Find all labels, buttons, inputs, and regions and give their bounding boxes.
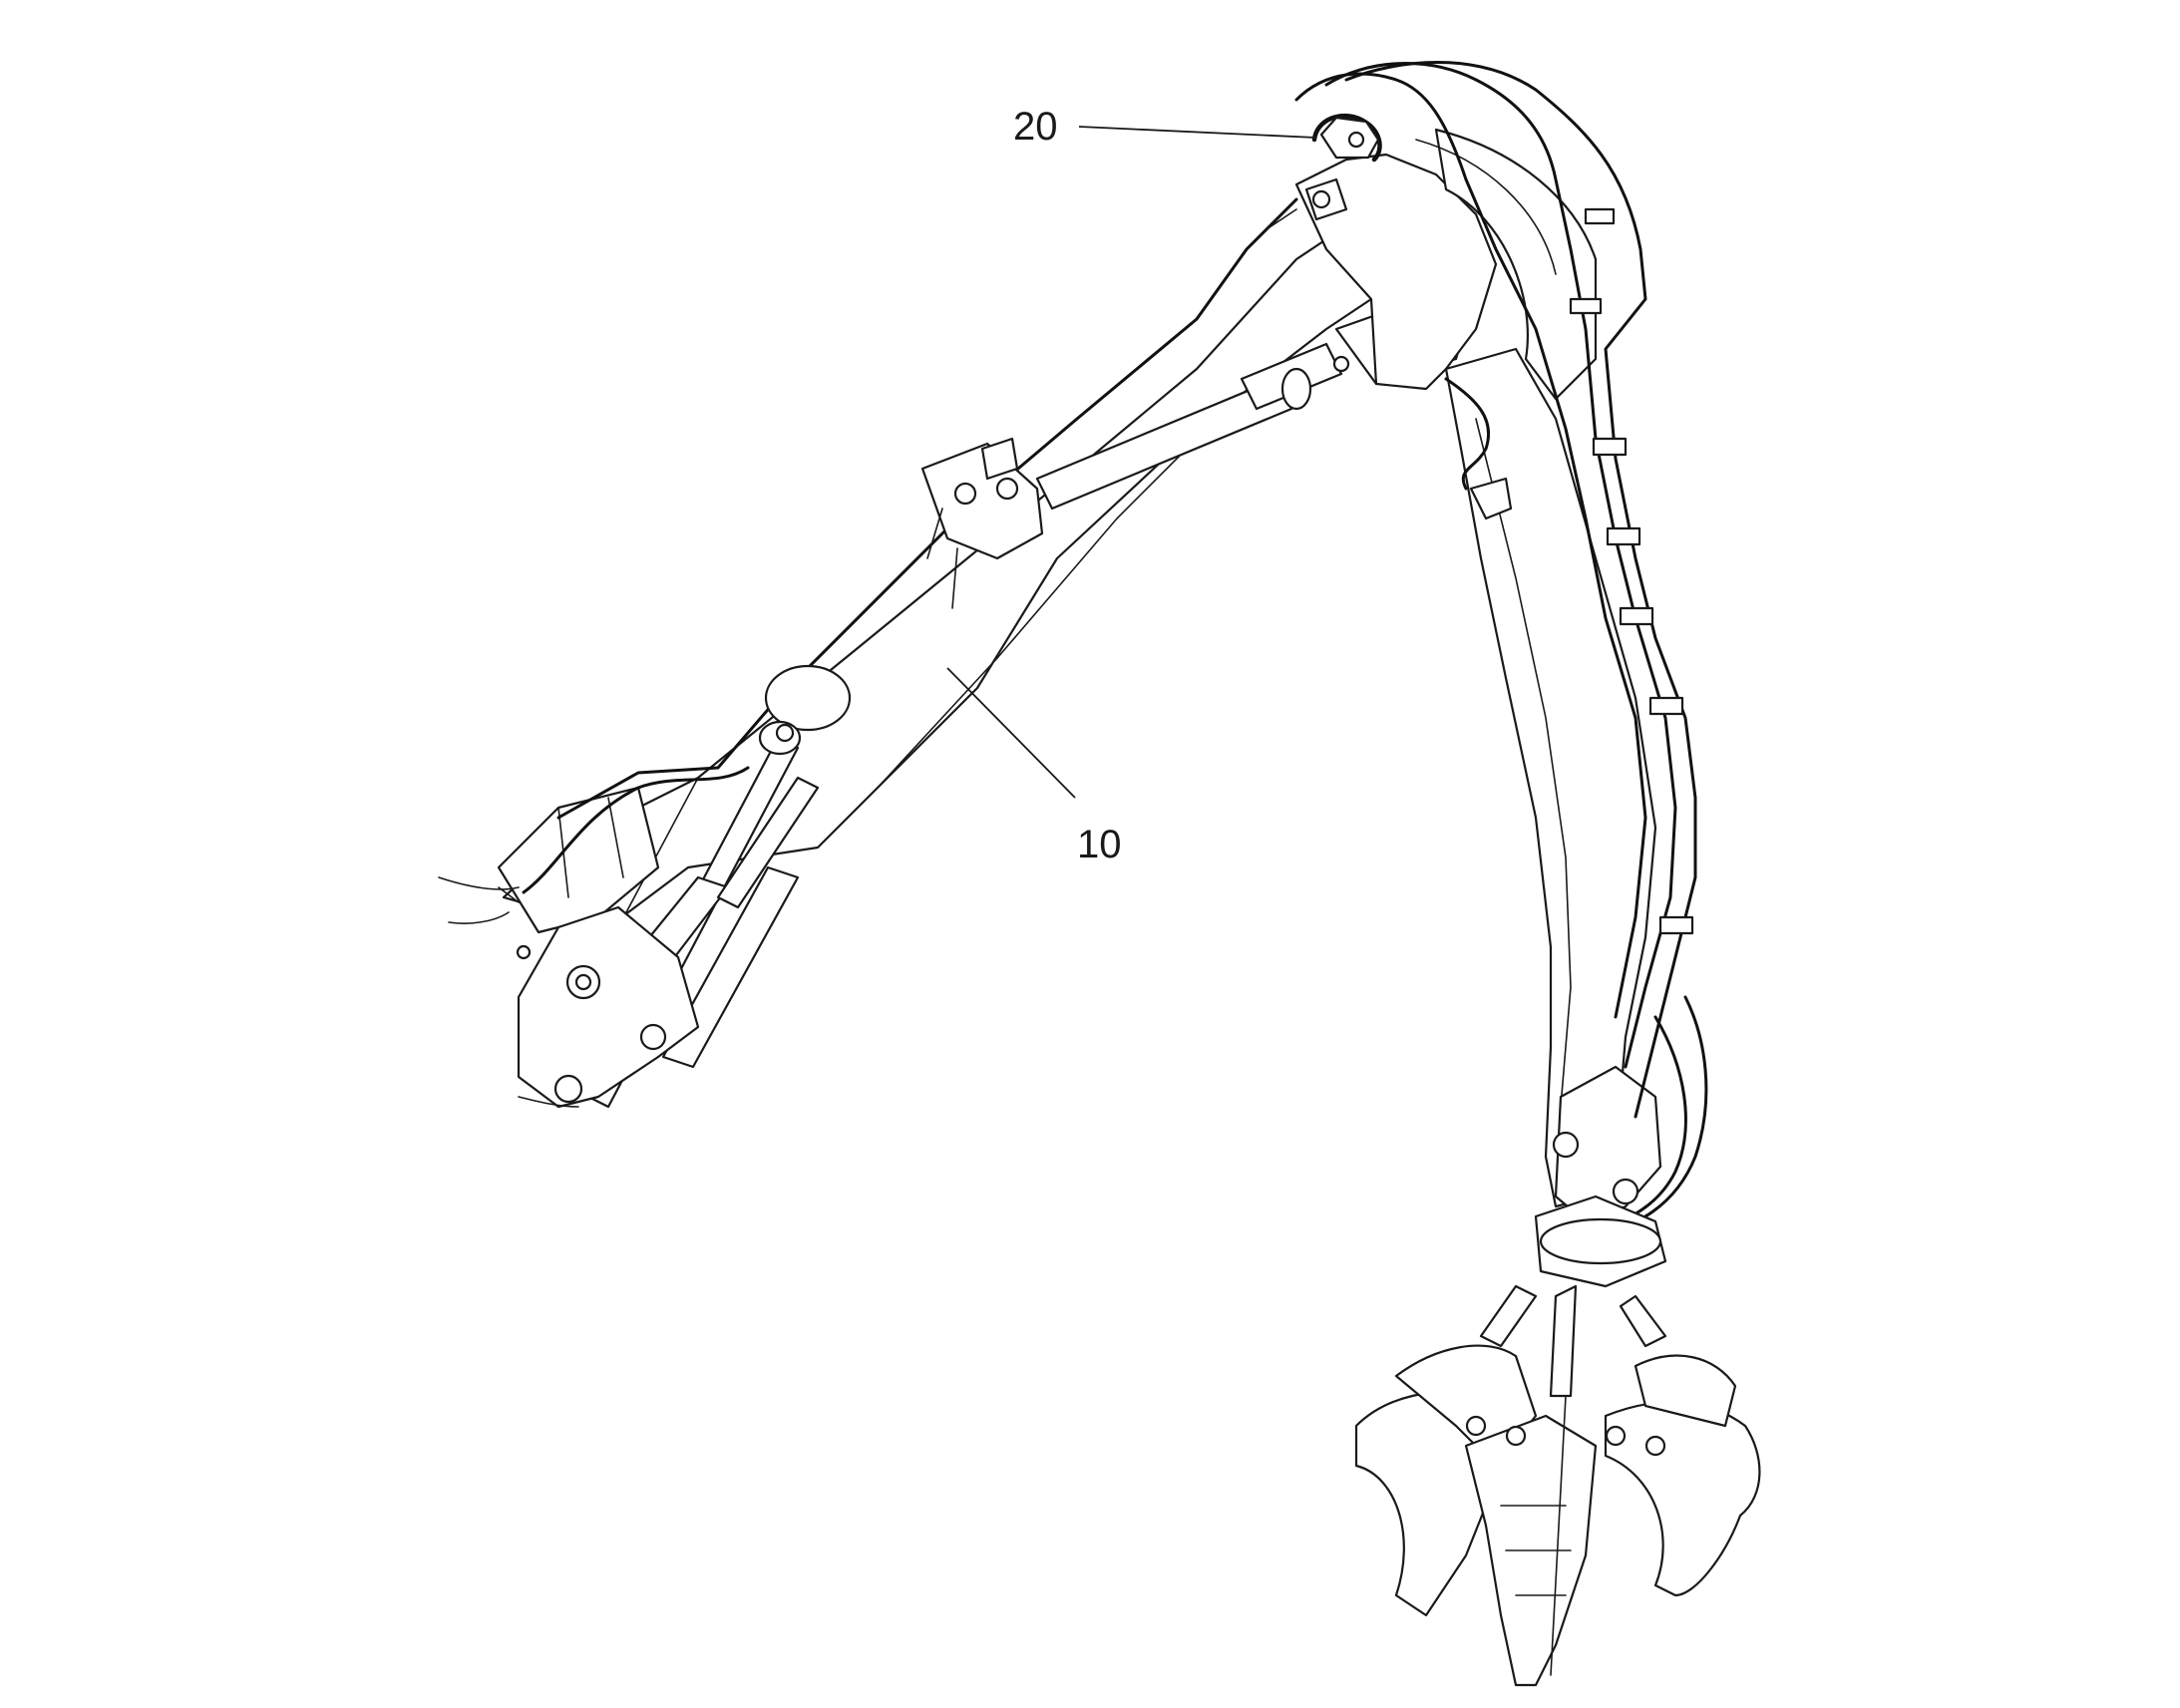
leader-line-20 — [1078, 126, 1317, 139]
hydraulic-hoses — [1294, 61, 1708, 1238]
callout-label-20: 20 — [1013, 105, 1058, 149]
callout-10: 10 — [946, 667, 1122, 866]
boom-head — [1266, 113, 1598, 401]
leader-line-10 — [946, 667, 1076, 799]
callout-20: 20 — [1013, 105, 1317, 149]
grapple — [1354, 1195, 1761, 1687]
base-frame — [438, 766, 750, 1109]
callout-label-10: 10 — [1077, 823, 1122, 866]
boom — [497, 197, 1373, 934]
stick-arm — [1444, 347, 1662, 1223]
